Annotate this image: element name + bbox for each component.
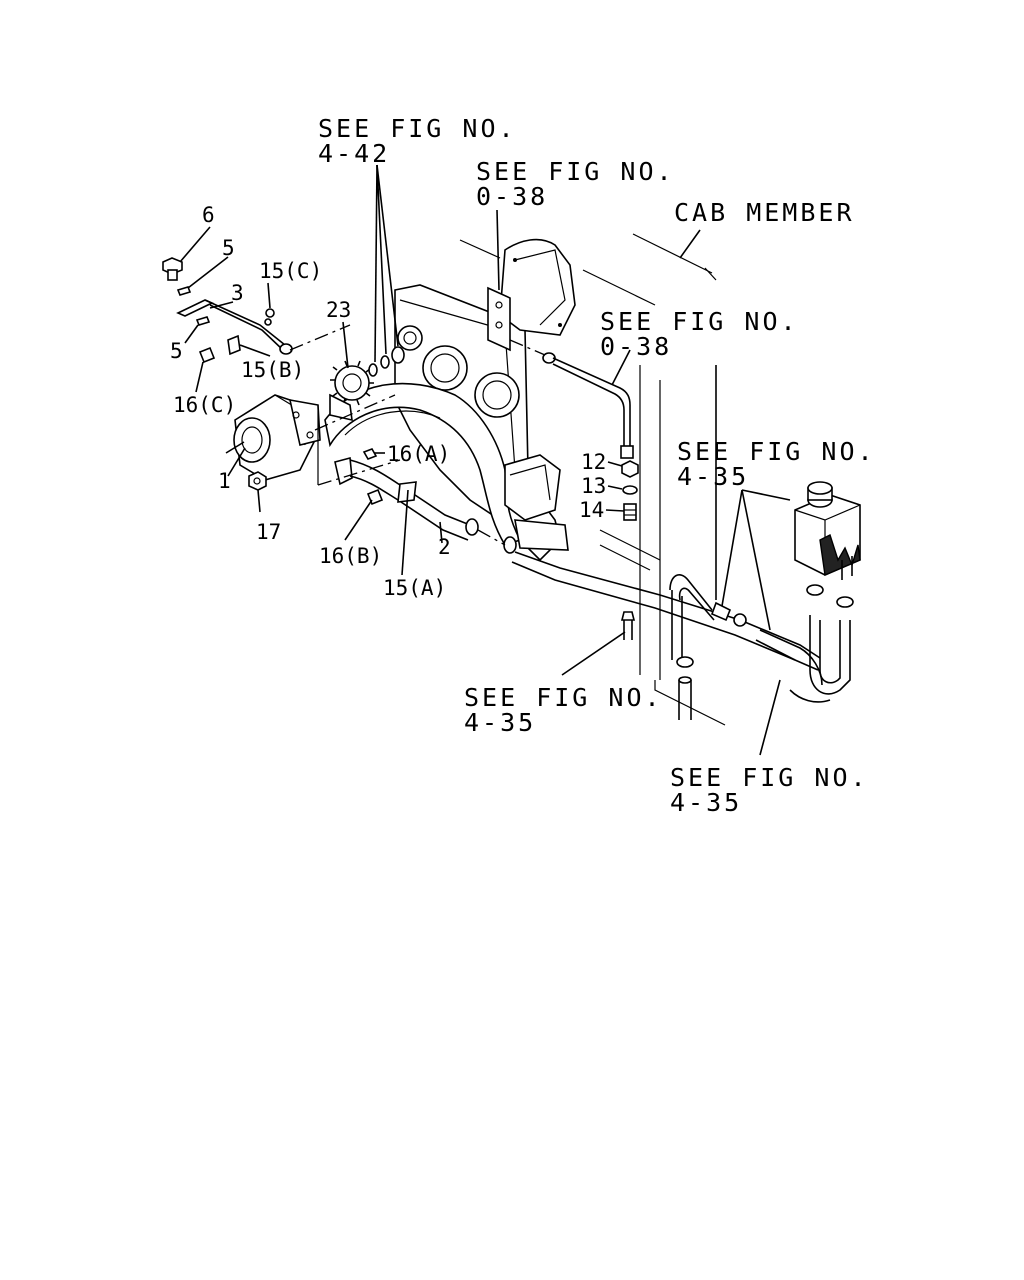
ref-fig-4-35-bottom-left-line1: SEE FIG NO. (464, 683, 663, 712)
bolt-16a (362, 448, 378, 460)
ref-fig-0-38-top: SEE FIG NO. 0-38 (476, 157, 675, 211)
cab-member-frame (459, 233, 726, 726)
return-hoses (755, 584, 854, 703)
vacuum-pump (233, 394, 321, 481)
ref-fig-4-42-line1: SEE FIG NO. (318, 114, 517, 143)
callout-15b: 15(B) (241, 358, 304, 382)
callout-17: 17 (256, 520, 281, 544)
callout-12: 12 (581, 450, 606, 474)
ref-fig-0-38-top-line2: 0-38 (476, 182, 548, 211)
ref-fig-4-42-line2: 4-42 (318, 139, 390, 168)
callout-5-upper: 5 (222, 236, 235, 260)
callout-16c: 16(C) (173, 393, 236, 417)
callout-labels: 6 5 15(C) 3 23 5 15(B) 16(C) 16(A) 1 17 … (170, 203, 606, 600)
bracket-plate (487, 286, 511, 352)
callout-16b: 16(B) (319, 544, 382, 568)
ref-fig-0-38-mid: SEE FIG NO. 0-38 (600, 307, 799, 361)
ref-fig-4-35-bottom-right: SEE FIG NO. 4-35 (670, 763, 869, 817)
assembly-lines (289, 324, 546, 546)
reservoir-tank (794, 481, 861, 580)
vacuum-line-lower (511, 551, 821, 720)
callout-13: 13 (581, 474, 606, 498)
callout-15c: 15(C) (259, 259, 322, 283)
nut-12 (621, 460, 639, 478)
ref-fig-4-35-right: SEE FIG NO. 4-35 (677, 437, 876, 491)
callout-1: 1 (218, 469, 231, 493)
connector-14 (623, 503, 637, 521)
callout-5-lower: 5 (170, 339, 183, 363)
vacuum-hose (334, 456, 517, 554)
callout-3: 3 (231, 281, 244, 305)
ref-fig-4-35-bottom-left: SEE FIG NO. 4-35 (464, 683, 663, 737)
nut-17 (248, 471, 267, 491)
callout-6: 6 (202, 203, 215, 227)
gasket-washer (176, 286, 211, 326)
bolt-16c (198, 346, 216, 364)
callout-16a: 16(A) (387, 442, 450, 466)
leader-lines (179, 164, 791, 756)
ref-fig-4-35-right-line1: SEE FIG NO. (677, 437, 876, 466)
callout-2: 2 (438, 535, 451, 559)
ref-fig-4-42: SEE FIG NO. 4-42 (318, 114, 517, 168)
ref-fig-0-38-mid-line2: 0-38 (600, 332, 672, 361)
ref-cab-member: CAB MEMBER (674, 198, 855, 227)
ref-fig-4-35-bottom-left-line2: 4-35 (464, 708, 536, 737)
ref-fig-4-35-right-line2: 4-35 (677, 462, 749, 491)
ref-fig-0-38-top-line1: SEE FIG NO. (476, 157, 675, 186)
callout-14: 14 (579, 498, 604, 522)
engine-mount (504, 454, 569, 551)
bell-housing-upper (499, 238, 576, 336)
vacuum-line-upper (542, 352, 634, 459)
drive-gear (329, 360, 374, 422)
shim-washers (368, 346, 405, 377)
eye-bolt (162, 257, 183, 281)
callout-23: 23 (326, 298, 351, 322)
oil-pipe (176, 299, 293, 355)
ref-fig-4-35-bottom-right-line1: SEE FIG NO. (670, 763, 869, 792)
ref-fig-4-35-bottom-right-line2: 4-35 (670, 788, 742, 817)
pipe-clips (227, 308, 275, 356)
ref-fig-0-38-mid-line1: SEE FIG NO. (600, 307, 799, 336)
washer-13 (622, 485, 638, 495)
callout-15a: 15(A) (383, 576, 446, 600)
